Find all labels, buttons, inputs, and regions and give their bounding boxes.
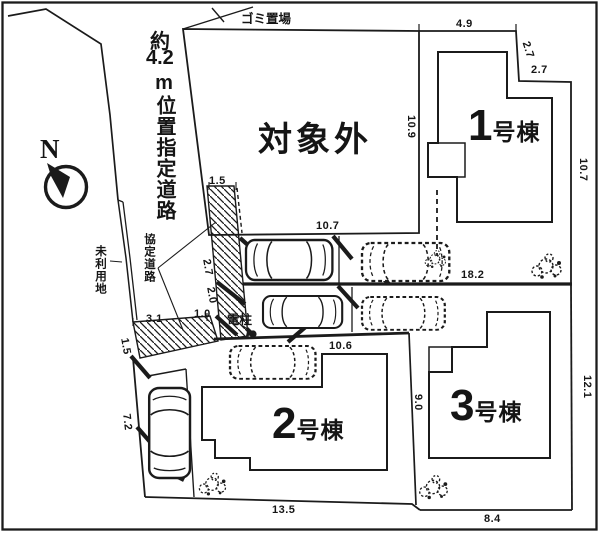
- agreement-road-hatch: [132, 182, 249, 359]
- agreement-road-label: 協定道路: [143, 233, 155, 283]
- excluded-lot-label: 対象外: [258, 121, 372, 159]
- building-outlines: [201, 51, 553, 471]
- dim-road-31: 3.1: [146, 313, 163, 325]
- road-label-suffix: m位置指定道路: [153, 72, 175, 221]
- dim-lot2-lot3-boundary: 9.0: [412, 394, 424, 411]
- dim-lot1-right: 10.7: [577, 158, 589, 182]
- dim-lot1-left: 10.9: [405, 115, 417, 139]
- road-label-width: 4.2: [146, 47, 174, 69]
- road-label-prefix: 約: [150, 31, 171, 53]
- building3-number: 3: [450, 381, 475, 430]
- compass-icon: [43, 163, 89, 210]
- car-dashed-icon: [360, 295, 446, 331]
- compass-north-label: N: [40, 134, 60, 164]
- dim-lot2-bottom: 13.5: [272, 504, 296, 516]
- dim-lot1-lot3-boundary: 18.2: [461, 269, 485, 281]
- dim-lot1-ne-top: 2.7: [531, 64, 548, 76]
- dim-lot2-top: 10.6: [329, 340, 353, 352]
- garbage-area-label: ゴミ置場: [241, 12, 292, 26]
- building2-suffix: 号棟: [296, 417, 345, 443]
- building2-outline: [201, 353, 388, 471]
- car-icon: [261, 294, 344, 330]
- lot1-boundary: [418, 24, 572, 285]
- building3-porch: [428, 346, 453, 373]
- dim-lot1-top: 4.9: [456, 18, 473, 30]
- dim-lot3-bottom: 8.4: [484, 513, 501, 525]
- utility-pole-icon: [242, 325, 257, 338]
- dim-hatch-top: 1.5: [209, 175, 226, 187]
- building1-porch: [427, 142, 466, 178]
- building2-number: 2: [272, 399, 297, 448]
- car-icon: [244, 238, 334, 282]
- dim-lot2-left: 7.2: [120, 413, 135, 432]
- utility-pole-label: 電柱: [227, 313, 253, 327]
- garbage-leader: [182, 6, 254, 30]
- dim-lot3-right: 12.1: [581, 375, 593, 399]
- west-boundary-lines: [7, 8, 138, 323]
- dim-road-10: 1.0: [194, 308, 211, 320]
- building3-suffix: 号棟: [474, 399, 523, 425]
- building1-number: 1: [468, 101, 493, 150]
- building1-suffix: 号棟: [492, 119, 541, 145]
- unused-land-label: 未利用地: [94, 245, 106, 295]
- car-icon: [147, 386, 192, 480]
- car-dashed-icon: [228, 344, 317, 380]
- label-leaders: [109, 221, 217, 331]
- dim-excluded-bottom: 10.7: [316, 220, 340, 232]
- excluded-lot-outline: [181, 28, 420, 236]
